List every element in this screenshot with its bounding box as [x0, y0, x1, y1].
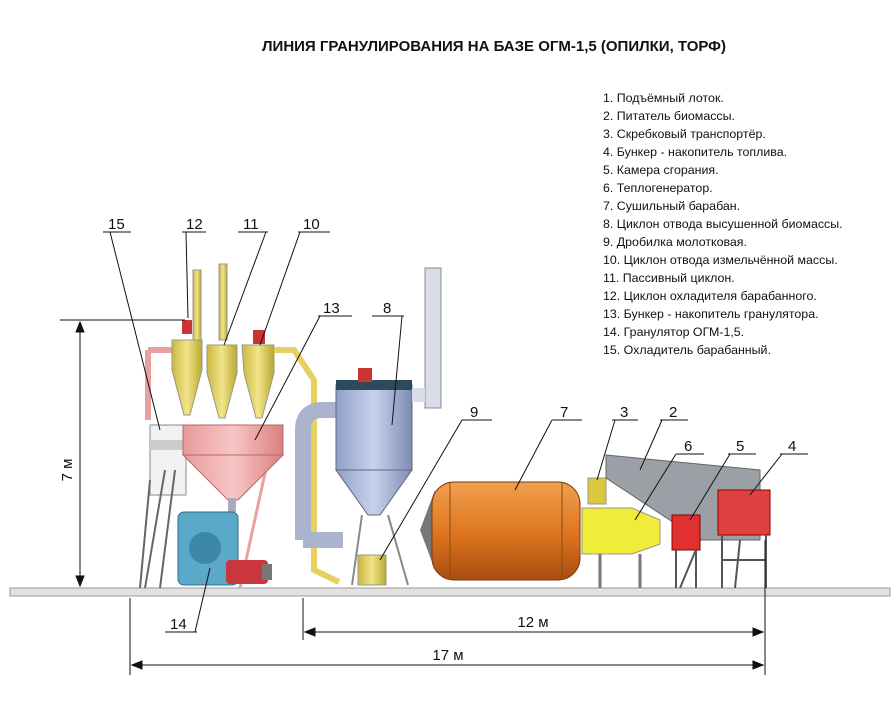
granulator: [177, 511, 272, 586]
legend-item: 13. Бункер - накопитель гранулятора.: [603, 307, 819, 321]
callout-4: 4: [788, 438, 796, 455]
dimension-height: 7 м: [59, 459, 76, 482]
cyclone-group: [171, 263, 341, 585]
legend-item: 3. Скребковый транспортёр.: [603, 127, 766, 141]
legend-item: 14. Гранулятор ОГМ-1,5.: [603, 325, 745, 339]
legend-item: 10. Циклон отвода измельчённой массы.: [603, 253, 838, 267]
callout-14: 14: [170, 616, 187, 633]
ground: [9, 587, 891, 597]
callout-10: 10: [303, 216, 320, 233]
legend-item: 6. Теплогенератор.: [603, 181, 713, 195]
fuel-bunker: [717, 489, 771, 588]
heat-generator: [581, 477, 661, 588]
legend-item: 2. Питатель биомассы.: [603, 109, 735, 123]
callout-2: 2: [669, 404, 677, 421]
callout-6: 6: [684, 438, 692, 455]
callout-11: 11: [243, 216, 259, 233]
legend-item: 5. Камера сгорания.: [603, 163, 719, 177]
dimension-17m: 17 м: [432, 647, 463, 664]
hammer-crusher: [357, 554, 387, 586]
callout-12: 12: [186, 216, 203, 233]
callout-5: 5: [736, 438, 744, 455]
legend-item: 4. Бункер - накопитель топлива.: [603, 145, 788, 159]
legend-item: 9. Дробилка молотковая.: [603, 235, 747, 249]
combustion-chamber: [671, 514, 701, 588]
legend-item: 1. Подъёмный лоток.: [603, 91, 724, 105]
callout-7: 7: [560, 404, 568, 421]
legend-item: 12. Циклон охладителя барабанного.: [603, 289, 817, 303]
callout-13: 13: [323, 300, 340, 317]
legend-item: 7. Сушильный барабан.: [603, 199, 741, 213]
callout-numbers: 15 12 11 10 13 8 9 7 3 2 6 5 4 14: [108, 216, 796, 633]
diagram-title: ЛИНИЯ ГРАНУЛИРОВАНИЯ НА БАЗЕ ОГМ-1,5 (ОП…: [262, 38, 726, 55]
legend: 1. Подъёмный лоток. 2. Питатель биомассы…: [603, 89, 843, 359]
callout-leaders: [103, 231, 808, 633]
callout-8: 8: [383, 300, 391, 317]
drying-drum: [420, 481, 581, 581]
callout-15: 15: [108, 216, 125, 233]
legend-item: 15. Охладитель барабанный.: [603, 343, 771, 357]
callout-3: 3: [620, 404, 628, 421]
dimension-12m: 12 м: [517, 614, 548, 631]
granulator-bunker: [181, 424, 285, 512]
legend-item: 11. Пассивный циклон.: [603, 271, 735, 285]
dimension-lines: [60, 319, 766, 675]
dried-biomass-cyclone: [295, 267, 442, 586]
callout-9: 9: [470, 404, 478, 421]
legend-item: 8. Циклон отвода высушенной биомассы.: [603, 217, 843, 231]
